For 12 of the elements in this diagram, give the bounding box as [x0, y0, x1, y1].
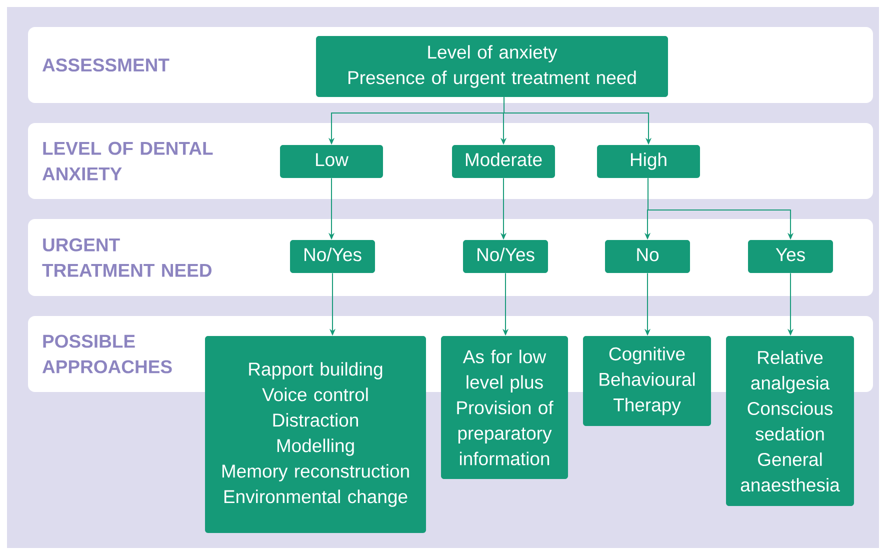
flow-box: Level of anxiety Presence of urgent treatment need	[316, 36, 668, 97]
flow-box: Low	[280, 145, 383, 178]
flow-box: No/Yes	[290, 240, 375, 273]
flow-box: As for low level plus Provision of preparatory information	[441, 336, 568, 479]
flow-box: High	[597, 145, 700, 178]
flow-box: Yes	[748, 240, 833, 273]
flow-box: Relative analgesia Conscious sedation General anaesthesia	[726, 336, 854, 506]
flow-box: Rapport building Voice control Distraction Modelling Memory reconstruction Environmental change	[205, 336, 426, 533]
flow-box: Cognitive Behavioural Therapy	[583, 336, 711, 426]
flow-box: No	[605, 240, 690, 273]
flow-box: Moderate	[452, 145, 555, 178]
flow-box: No/Yes	[463, 240, 548, 273]
